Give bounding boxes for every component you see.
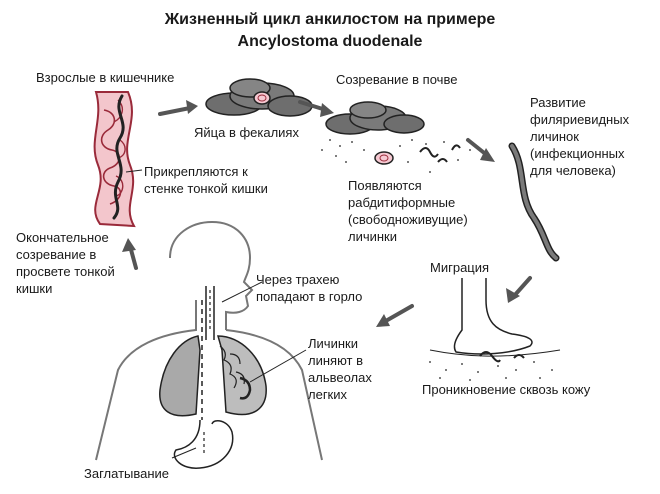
label-adults-in-intestine: Взрослые в кишечнике: [36, 70, 175, 85]
diagram-title-line-1: Жизненный цикл анкилостом на примере: [164, 11, 496, 28]
label-filariform-line-4: (инфекционных: [530, 146, 625, 161]
label-filariform-line-5: для человека): [530, 163, 616, 178]
label-soil-maturation: Созревание в почве: [336, 72, 458, 87]
label-final-maturation-line-1: Окончательное: [16, 230, 109, 245]
filariform-larva: [508, 142, 560, 262]
label-final-maturation-line-2: созревание в: [16, 247, 97, 262]
soil-with-larvae: [321, 101, 471, 173]
label-molt-line-4: легких: [308, 387, 348, 402]
label-attach-line-1: Прикрепляются к: [144, 164, 248, 179]
label-filariform-line-3: личинок: [530, 129, 579, 144]
label-filariform-line-1: Развитие: [530, 95, 586, 110]
arrow-soil-to-larva: [466, 138, 495, 162]
feces-with-egg: [205, 78, 313, 117]
label-rhabditiform-line-3: (свободноживущие): [348, 212, 468, 227]
label-attach-line-2: стенке тонкой кишки: [144, 181, 268, 196]
label-rhabditiform-line-1: Появляются: [348, 178, 422, 193]
label-molt-line-1: Личинки: [308, 336, 358, 351]
human-torso-illustration: [95, 220, 323, 469]
left-lung: [159, 335, 201, 417]
label-trachea-line-1: Через трахею: [256, 272, 340, 287]
arrow-intestine-to-feces: [158, 100, 198, 116]
diagram-title-line-2: Ancylostoma duodenale: [237, 33, 423, 50]
label-migration: Миграция: [430, 260, 490, 275]
arrow-feces-to-soil: [298, 100, 334, 117]
label-final-maturation-line-3: просвете тонкой: [16, 264, 115, 279]
label-trachea-line-2: попадают в горло: [256, 289, 363, 304]
label-swallowing: Заглатывание: [84, 466, 170, 481]
label-skin-penetration: Проникновение сквозь кожу: [422, 382, 591, 397]
egg-icon: [253, 91, 271, 105]
foot-illustration: [429, 278, 561, 381]
label-rhabditiform-line-2: рабдитиформные: [348, 195, 456, 210]
label-molt-line-3: альвеолах: [308, 370, 372, 385]
adult-worm: [112, 94, 143, 220]
label-final-maturation-line-4: кишки: [16, 281, 53, 296]
intestine-illustration: [93, 91, 136, 228]
label-eggs-in-feces: Яйца в фекалиях: [194, 125, 299, 140]
arrow-larva-to-foot: [506, 276, 532, 303]
leader-lines: [171, 281, 307, 459]
label-filariform-line-2: филяриевидных: [530, 112, 630, 127]
egg-in-soil-icon: [374, 151, 394, 165]
arrow-foot-to-body: [376, 304, 414, 327]
label-rhabditiform-line-4: личинки: [348, 229, 398, 244]
label-molt-line-2: линяют в: [308, 353, 364, 368]
flow-arrows: [122, 100, 532, 327]
arrow-maturation-to-intestine: [122, 238, 138, 270]
